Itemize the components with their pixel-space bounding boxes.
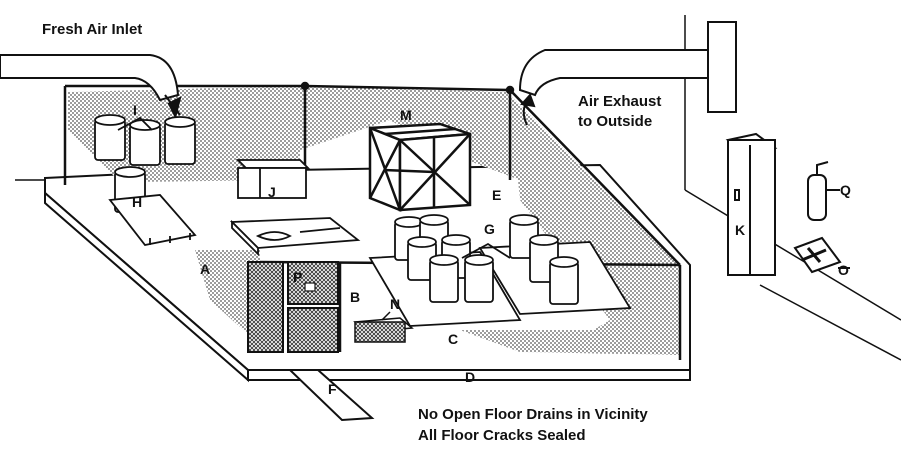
drum-group-h-i: [94, 114, 197, 246]
label-i: I: [133, 102, 137, 118]
fresh-air-inlet-duct: [0, 54, 182, 119]
label-f: F: [328, 381, 337, 397]
label-q: Q: [840, 182, 851, 198]
label-o: O: [838, 262, 849, 278]
label-a: A: [200, 261, 211, 277]
label-j: J: [268, 184, 276, 200]
label-g: G: [484, 221, 495, 237]
air-exhaust-label-line1: Air Exhaust: [578, 93, 662, 110]
fresh-air-inlet-label: Fresh Air Inlet: [42, 21, 143, 38]
label-d: D: [465, 369, 476, 385]
floor-note-line2: All Floor Cracks Sealed: [418, 427, 586, 444]
label-h: H: [132, 194, 143, 210]
air-exhaust-duct: [518, 21, 737, 126]
drain-channel-f: [287, 369, 375, 422]
cabinet-k: [725, 132, 778, 276]
drum-pallets-g: [368, 214, 632, 327]
first-aid-kit-o: [793, 236, 850, 274]
label-b: B: [350, 289, 361, 305]
floor-note-line1: No Open Floor Drains in Vicinity: [418, 406, 648, 423]
storage-cage-m: [368, 122, 472, 212]
fire-extinguisher-q: [807, 161, 840, 221]
workbench: [229, 217, 361, 257]
label-m: M: [400, 107, 412, 123]
label-p: P: [293, 269, 303, 285]
label-c: C: [448, 331, 459, 347]
label-n: N: [390, 296, 401, 312]
fence-gate: [247, 261, 339, 353]
spill-kit-n: [353, 311, 414, 343]
crate-j: [235, 159, 311, 199]
label-e: E: [492, 187, 502, 203]
air-exhaust-label-line2: to Outside: [578, 113, 653, 130]
label-k: K: [735, 222, 746, 238]
